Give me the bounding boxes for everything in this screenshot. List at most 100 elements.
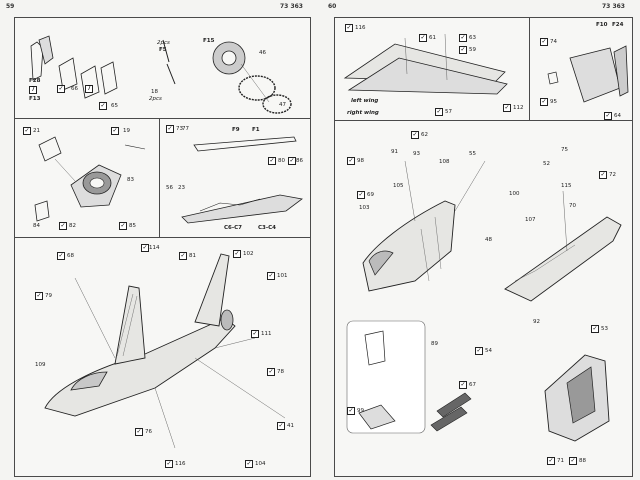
qty-box-7b: 7 [85,85,93,93]
check-box: ✓ [459,381,467,389]
step-panel-intake: ✓ 21 ✓ 19 83 84 ✓ 82 ✓ 85 [14,118,161,239]
check-box: ✓ [599,171,607,179]
page-number-left: 59 [6,3,15,10]
label-55: 55 [469,151,476,157]
label-41: 41 [287,423,294,429]
check-box: ✓ [347,407,355,415]
label-99: 99 [357,408,364,414]
check-box: ✓ [165,460,173,468]
label-91: 91 [391,149,398,155]
label-right-wing: right wing [347,110,379,116]
step-panel-wings: ✓ 116 ✓ 61 ✓ 63 ✓ 59 left wing right win… [334,17,531,122]
label-54: 54 [485,348,492,354]
label-f1: F1 [252,127,260,133]
check-box: ✓ [141,244,149,252]
label-61: 61 [429,35,436,41]
label-18: 18 [151,89,158,95]
check-box: ✓ [233,250,241,258]
label-62: 62 [421,132,428,138]
wings-drawing [343,33,508,95]
label-107: 107 [525,217,536,223]
fuselage-drawing [346,160,622,442]
label-103: 103 [359,205,370,211]
check-box: ✓ [268,157,276,165]
step-panel-spine: ✓ 73 77 F9 F1 ✓ 80 ✓ 86 56 23 C6-C7 C3-C… [159,118,311,239]
label-56: 56 [166,185,173,191]
label-c3c4: C3-C4 [258,225,277,231]
label-88: 88 [579,458,586,464]
intake-drawing [34,136,146,222]
page-number-right: 60 [328,3,337,10]
label-78: 78 [277,369,284,375]
check-box: ✓ [245,460,253,468]
label-93: 93 [413,151,420,157]
check-box: ✓ [459,46,467,54]
label-63: 63 [469,35,476,41]
label-86: 86 [296,158,303,164]
check-box: ✓ [503,104,511,112]
qty-box-7a: 7 [29,86,37,94]
label-f15: F15 [203,38,215,44]
label-74: 74 [550,39,557,45]
check-box: ✓ [179,252,187,260]
label-19: 19 [123,128,130,134]
label-46: 46 [259,50,266,56]
check-box: ✓ [411,131,419,139]
check-box: ✓ [435,108,443,116]
check-box: ✓ [166,125,174,133]
label-23: 23 [178,185,185,191]
check-box: ✓ [604,112,612,120]
label-72: 72 [609,172,616,178]
label-98: 98 [357,158,364,164]
label-81: 81 [189,253,196,259]
label-108: 108 [439,159,450,165]
check-box: ✓ [475,347,483,355]
label-115: 115 [561,183,572,189]
check-box: ✓ [540,98,548,106]
check-box: ✓ [277,422,285,430]
label-c6c7: C6-C7 [224,225,243,231]
label-f24: F24 [612,22,624,28]
check-box: ✓ [357,191,365,199]
bay-drawing [547,45,629,103]
aircraft-drawing [44,253,286,449]
label-47: 47 [279,102,286,108]
step-panel-bay: F10 F24 ✓ 74 ✓ 95 ✓ 64 [529,17,633,122]
label-116-r: 116 [355,25,366,31]
check-box: ✓ [99,102,107,110]
step-panel-aircraft: ✓ 114 ✓ 68 ✓ 81 ✓ 102 ✓ 79 ✓ 101 109 ✓ 1… [14,237,311,477]
label-66: 66 [71,86,78,92]
label-101: 101 [277,273,288,279]
label-73: 73 [176,126,183,132]
label-21: 21 [33,128,40,134]
right-page: 60 73 363 ✓ 116 ✓ 61 ✓ 63 ✓ 59 left wing… [320,0,640,480]
label-89: 89 [431,341,438,347]
label-83: 83 [127,177,134,183]
label-79: 79 [45,293,52,299]
check-box: ✓ [288,157,296,165]
check-box: ✓ [345,24,353,32]
label-71: 71 [557,458,564,464]
label-112: 112 [513,105,524,111]
label-76: 76 [145,429,152,435]
label-102: 102 [243,251,254,257]
label-67: 67 [469,382,476,388]
check-box: ✓ [267,272,275,280]
check-box: ✓ [35,292,43,300]
check-box: ✓ [57,85,65,93]
panel-top-drawing [30,35,292,114]
page-code-right: 73 363 [602,3,625,10]
label-82: 82 [69,223,76,229]
check-box: ✓ [459,34,467,42]
label-2pcs-bot: 2pcs [149,96,162,102]
label-100: 100 [509,191,520,197]
spine-drawing [181,136,303,224]
check-box: ✓ [591,325,599,333]
label-f9: F9 [232,127,240,133]
label-68: 68 [67,253,74,259]
label-114: 114 [149,245,160,251]
step-panel-top: F28 F13 7 7 ✓ 66 ✓ 65 2pcs F5 18 2pcs F1… [14,17,311,120]
label-65: 65 [111,103,118,109]
label-57: 57 [445,109,452,115]
label-77: 77 [182,126,189,132]
